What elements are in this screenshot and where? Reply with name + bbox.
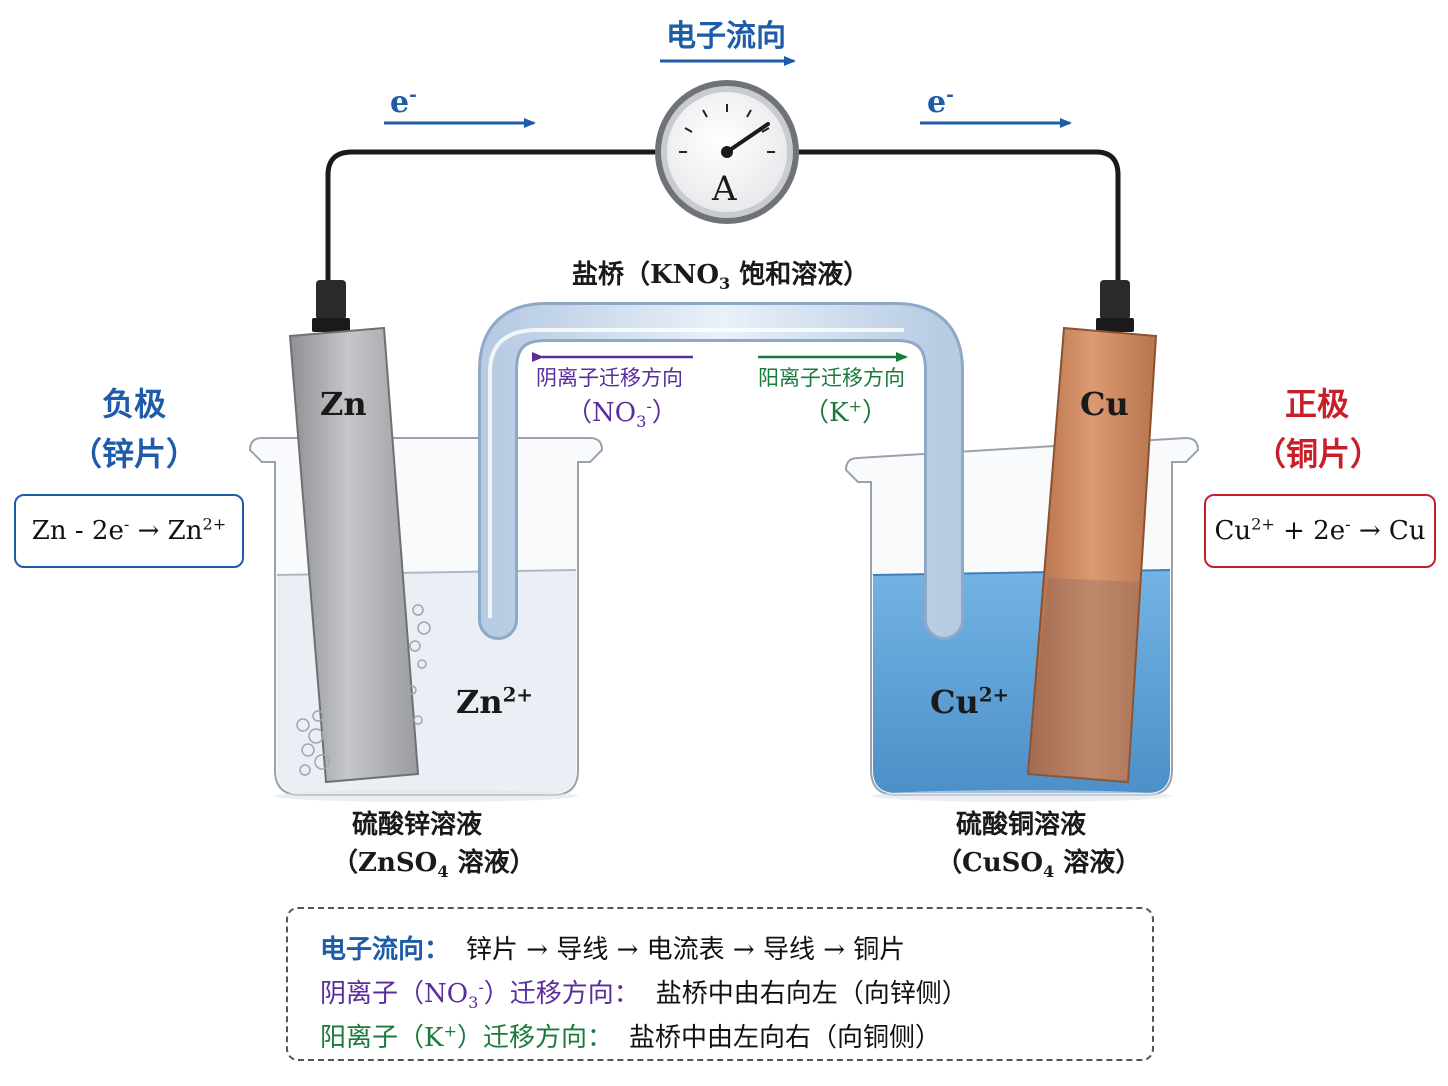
- anion-migration-title: 阴离子迁移方向: [536, 366, 683, 390]
- summary-anion-value: 盐桥中由右向左（向锌侧）: [655, 979, 968, 1009]
- anode-title: 负极: [102, 385, 167, 423]
- cathode-plate-label: （铜片）: [1254, 435, 1383, 473]
- wire: [325, 149, 1121, 282]
- summary-cation-key: 阳离子（K+）迁移方向：: [320, 1021, 613, 1053]
- ammeter-icon: [655, 80, 799, 224]
- electron-label-left: e-: [390, 85, 417, 120]
- zinc-ion-label: Zn2+: [456, 682, 534, 721]
- cation-ion-label: （K+）: [803, 396, 888, 428]
- copper-electrode-label: Cu: [1080, 385, 1129, 423]
- summary-row-anion: 阴离子（NO3-）迁移方向： 盐桥中由右向左（向锌侧）: [320, 973, 968, 1013]
- anode-equation-box: Zn - 2e- → Zn2+: [14, 494, 244, 568]
- ammeter-label: A: [712, 169, 737, 209]
- copper-solution-label: 硫酸铜溶液: [956, 810, 1087, 840]
- copper-solution-formula: （CuSO4 溶液）: [936, 848, 1142, 882]
- zinc-electrode: [288, 280, 431, 784]
- anode-plate-label: （锌片）: [70, 435, 199, 473]
- zinc-solution-formula: （ZnSO4 溶液）: [332, 848, 536, 882]
- cathode-equation: Cu2+ + 2e- → Cu: [1214, 514, 1426, 546]
- summary-electron-value: 锌片 → 导线 → 电流表 → 导线 → 铜片: [466, 935, 906, 965]
- electron-flow-title: 电子流向: [666, 19, 786, 54]
- cathode-title: 正极: [1285, 385, 1350, 423]
- summary-electron-key: 电子流向：: [320, 935, 451, 965]
- summary-row-cation: 阳离子（K+）迁移方向： 盐桥中由左向右（向铜侧）: [320, 1017, 941, 1054]
- salt-bridge-label: 盐桥（KNO3 饱和溶液）: [572, 260, 870, 294]
- cation-migration-title: 阳离子迁移方向: [758, 366, 905, 390]
- summary-box: 电子流向： 锌片 → 导线 → 电流表 → 导线 → 铜片 阴离子（NO3-）迁移…: [286, 907, 1154, 1061]
- zinc-electrode-label: Zn: [320, 385, 367, 423]
- zinc-solution-label: 硫酸锌溶液: [352, 810, 483, 840]
- copper-ion-label: Cu2+: [930, 682, 1010, 721]
- anion-ion-label: （NO3-）: [566, 396, 678, 432]
- summary-cation-value: 盐桥中由左向右（向铜侧）: [628, 1023, 941, 1053]
- summary-anion-key: 阴离子（NO3-）迁移方向：: [320, 977, 640, 1013]
- electron-label-right: e-: [927, 85, 954, 120]
- cathode-equation-box: Cu2+ + 2e- → Cu: [1204, 494, 1436, 568]
- summary-row-electron: 电子流向： 锌片 → 导线 → 电流表 → 导线 → 铜片: [320, 929, 905, 966]
- copper-electrode: [1026, 280, 1158, 784]
- anode-equation: Zn - 2e- → Zn2+: [31, 514, 227, 546]
